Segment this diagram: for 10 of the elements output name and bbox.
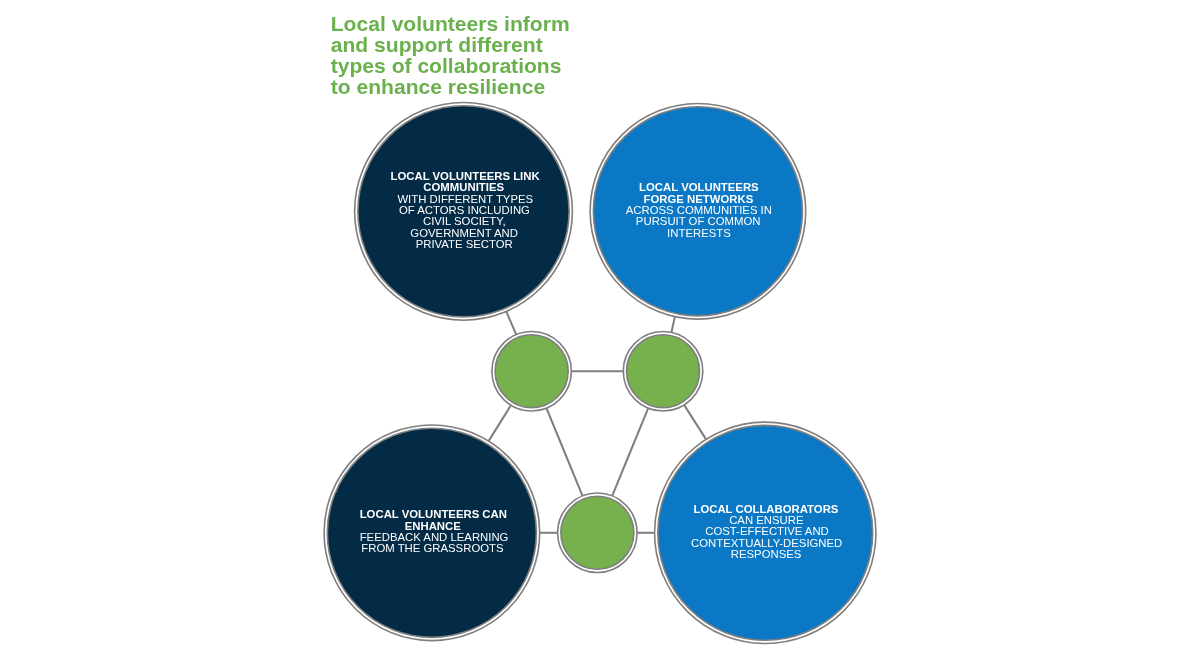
connector: [505, 311, 518, 335]
connector: [683, 404, 707, 440]
connector: [571, 370, 623, 373]
connector: [545, 407, 584, 497]
diagram-title: Local volunteers inform and support different types of collaborations to enhance resilience: [330, 12, 570, 99]
connector: [539, 531, 558, 534]
connector: [637, 531, 655, 534]
connector: [611, 407, 650, 497]
connector: [487, 404, 512, 442]
connector: [670, 316, 676, 333]
